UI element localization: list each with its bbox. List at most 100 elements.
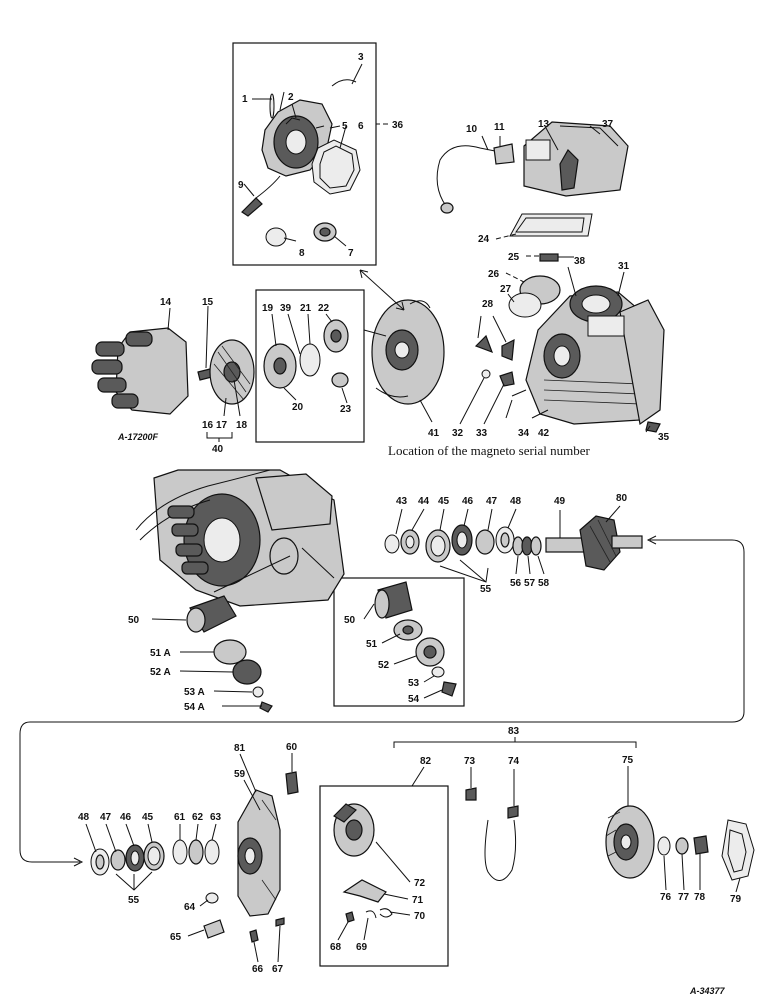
callout-55-bottom: 55	[128, 895, 140, 906]
washer-8	[265, 227, 287, 247]
callout-7: 7	[348, 248, 354, 259]
callout-46-bottom: 46	[120, 812, 132, 823]
plate-ref-top: A-17200F	[117, 432, 159, 442]
callout-55: 55	[480, 584, 492, 595]
part-53A	[252, 686, 264, 698]
callout-44: 44	[418, 496, 430, 507]
callout-37: 37	[602, 119, 614, 130]
callout-11: 11	[494, 122, 505, 133]
ring-63	[204, 839, 220, 865]
callout-67: 67	[272, 964, 284, 975]
end-housing-59	[237, 789, 281, 917]
callout-66: 66	[252, 964, 264, 975]
bracket-55-top	[439, 559, 489, 583]
callout-51: 51	[366, 639, 378, 650]
breaker-plate-assembly	[241, 79, 357, 217]
callout-75: 75	[622, 755, 634, 766]
gasket-27	[508, 292, 542, 318]
callout-80: 80	[616, 493, 628, 504]
arrow-36-to-41	[359, 269, 405, 311]
callout-62: 62	[192, 812, 204, 823]
callout-64: 64	[184, 902, 196, 913]
b-bearing-47	[110, 849, 126, 871]
part-53	[431, 666, 445, 678]
callout-6: 6	[358, 121, 364, 132]
spring-69	[365, 910, 377, 919]
callout-79: 79	[730, 894, 742, 905]
callout-17: 17	[216, 420, 228, 431]
drive-hub-75	[605, 805, 655, 879]
ring-61	[172, 839, 188, 865]
callout-48: 48	[510, 496, 522, 507]
callout-71: 71	[412, 895, 424, 906]
end-plate-41	[371, 299, 445, 405]
ring-21	[299, 343, 321, 377]
ground-cable-10	[436, 143, 515, 214]
rotor-plate-16-18	[209, 339, 255, 405]
serial-number-caption: Location of the magneto serial number	[388, 443, 590, 458]
callout-50-left: 50	[128, 615, 140, 626]
callout-26: 26	[488, 269, 500, 280]
callout-72: 72	[414, 878, 426, 889]
callout-labels: 1 2 3 5 6 7 8 9 10 11 13 14 15 16 17 18 …	[78, 52, 742, 975]
callout-69: 69	[356, 942, 368, 953]
part-54	[441, 681, 457, 697]
callout-76: 76	[660, 892, 672, 903]
callout-50-box: 50	[344, 615, 356, 626]
callout-46: 46	[462, 496, 474, 507]
callout-63: 63	[210, 812, 222, 823]
screw-34	[511, 389, 527, 397]
callout-42: 42	[538, 428, 550, 439]
part-54A	[259, 701, 273, 713]
spring-33	[499, 371, 515, 387]
terminal-clip-28	[474, 334, 515, 361]
pin-65	[203, 919, 225, 939]
callout-32: 32	[452, 428, 464, 439]
callout-81: 81	[234, 743, 246, 754]
callout-47-bottom: 47	[100, 812, 112, 823]
callout-22: 22	[318, 303, 330, 314]
callout-23: 23	[340, 404, 352, 415]
callout-34: 34	[518, 428, 530, 439]
callout-15: 15	[202, 297, 214, 308]
callout-35: 35	[658, 432, 670, 443]
bracket-55-bottom	[115, 871, 153, 891]
group-box-50	[333, 577, 465, 707]
callout-2: 2	[288, 92, 294, 103]
rotor-shaft-49-80	[545, 515, 643, 571]
pointer-line-group50	[301, 547, 335, 579]
group-box-82	[319, 785, 449, 967]
callout-56: 56	[510, 578, 522, 589]
bracket-40	[206, 432, 233, 442]
callout-33: 33	[476, 428, 488, 439]
callout-19: 19	[262, 303, 274, 314]
callout-21: 21	[300, 303, 312, 314]
callout-47: 47	[486, 496, 498, 507]
nut-78	[693, 835, 709, 855]
callout-27: 27	[500, 284, 512, 295]
callout-38: 38	[574, 256, 586, 267]
callout-59: 59	[234, 769, 246, 780]
bearing-47	[475, 529, 495, 555]
callout-78: 78	[694, 892, 706, 903]
callout-83: 83	[508, 726, 520, 737]
callout-82: 82	[420, 756, 432, 767]
gear-23	[331, 372, 349, 388]
callout-40: 40	[212, 444, 224, 455]
callout-16: 16	[202, 420, 214, 431]
spring-74	[484, 805, 519, 881]
washer-77	[675, 837, 689, 855]
callout-73: 73	[464, 756, 476, 767]
callout-8: 8	[299, 248, 305, 259]
gasket-6	[311, 139, 361, 195]
magneto-cover-37	[523, 121, 629, 197]
part-52A	[232, 659, 262, 685]
callout-25: 25	[508, 252, 520, 263]
callout-18: 18	[236, 420, 248, 431]
coupling-50-box	[374, 581, 413, 619]
callout-5: 5	[342, 121, 348, 132]
washer-32	[481, 369, 491, 379]
callout-52: 52	[378, 660, 390, 671]
callout-39: 39	[280, 303, 292, 314]
